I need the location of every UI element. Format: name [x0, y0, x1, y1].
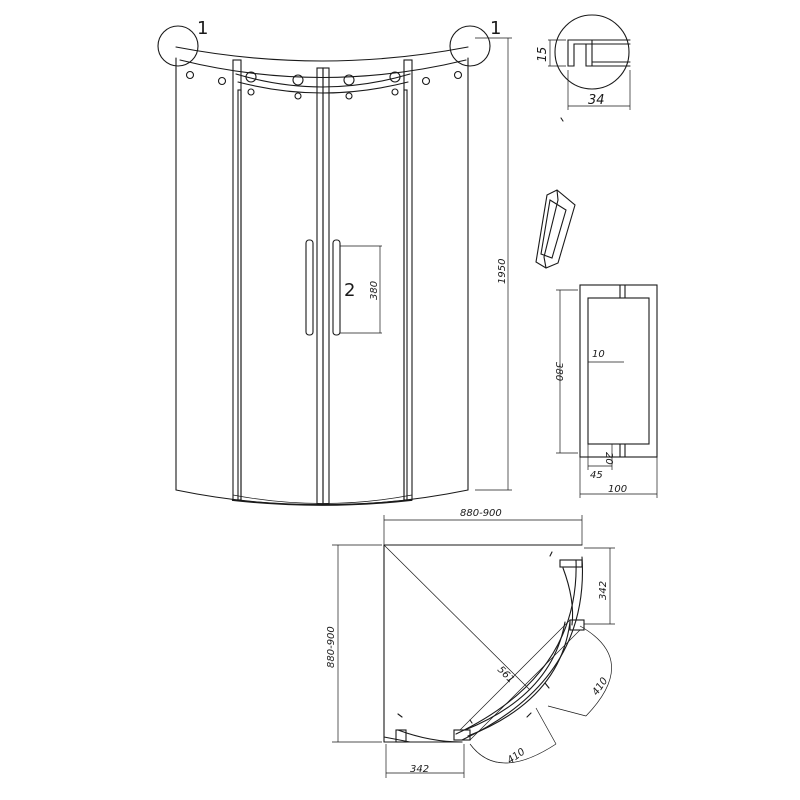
handle-detail-total-dim — [579, 457, 658, 498]
plan-arc-bottom-label: 410 — [505, 746, 527, 766]
top-rail — [235, 73, 411, 88]
center-left-door-edge — [316, 67, 324, 505]
profile-tick — [560, 117, 564, 122]
profile-section — [567, 39, 631, 67]
handle-detail-depth-label: 45 — [590, 470, 603, 481]
handle-detail-total-label: 100 — [608, 484, 627, 495]
plan-width-dim — [383, 515, 583, 545]
handle-detail: 380 10 20 45 100 — [553, 284, 658, 498]
plan-arc-right-dim — [547, 625, 612, 717]
handle-length-label: 380 — [369, 281, 380, 300]
right-handle — [332, 239, 341, 336]
plan-arc-6 — [397, 729, 463, 743]
right-door-frame — [403, 59, 413, 501]
top-arc-outer — [175, 46, 469, 62]
callout-label-left: 1 — [197, 18, 208, 39]
plan-depth-label: 880-900 — [326, 626, 337, 668]
profile-width-dim — [567, 70, 631, 110]
detail-callout-circle-right — [449, 25, 491, 67]
plan-arc-5 — [562, 567, 574, 626]
plan-side-bottom-label: 342 — [410, 764, 429, 775]
callout-label-right: 1 — [490, 18, 501, 39]
height-dim-lines — [475, 37, 512, 491]
handle-dim-lines — [340, 245, 382, 334]
right-door-inner — [403, 89, 408, 501]
handle-opening — [587, 297, 650, 445]
plan-side-right-dim — [584, 547, 615, 625]
profile-height-label: 15 — [535, 47, 549, 62]
left-handle — [305, 239, 314, 336]
plan-fittings — [395, 551, 585, 743]
center-right-door-edge — [322, 67, 330, 505]
bottom-arc — [175, 489, 469, 506]
handle-detail-len-label: 380 — [553, 362, 564, 381]
plan-diagonal-label: 561 — [495, 664, 516, 685]
handle-detail-gap-dim — [587, 444, 613, 470]
profile-height-dim — [548, 39, 566, 67]
detail-callout-circle-left — [157, 25, 199, 67]
handle-detail-gap-label: 20 — [603, 452, 614, 465]
profile-detail-circle — [554, 14, 630, 90]
plan-arc-4 — [464, 621, 566, 731]
plan-arc-1 — [461, 556, 584, 741]
profile-width-label: 34 — [588, 93, 605, 108]
handle-detail-len-dim — [556, 289, 578, 454]
handle-bar — [579, 284, 658, 458]
plan-arc-2 — [455, 559, 577, 735]
plan-view: 880-900 880-900 561 342 342 — [326, 508, 615, 778]
plan-width-label: 880-900 — [460, 508, 502, 519]
height-label: 1950 — [497, 259, 508, 284]
left-door-inner — [237, 89, 242, 501]
plan-arc-3 — [467, 621, 571, 737]
plan-arc-bottom-dim — [469, 707, 557, 764]
plan-side-right-label: 342 — [598, 581, 609, 600]
bottom-tray — [231, 499, 413, 506]
front-elevation: 1 1 2 380 1950 — [157, 18, 512, 506]
handle-detail-offset-label: 10 — [592, 349, 605, 360]
top-rail-lower — [237, 81, 409, 94]
door-rollers — [185, 70, 463, 100]
plan-depth-dim — [332, 544, 382, 743]
plan-diagonal — [383, 544, 531, 691]
profile-detail: 15 34 — [535, 14, 631, 122]
left-door-frame — [232, 59, 242, 501]
plan-side-bottom-dim — [385, 744, 465, 778]
handle-3d — [535, 189, 576, 269]
handle-callout: 2 — [344, 280, 355, 301]
